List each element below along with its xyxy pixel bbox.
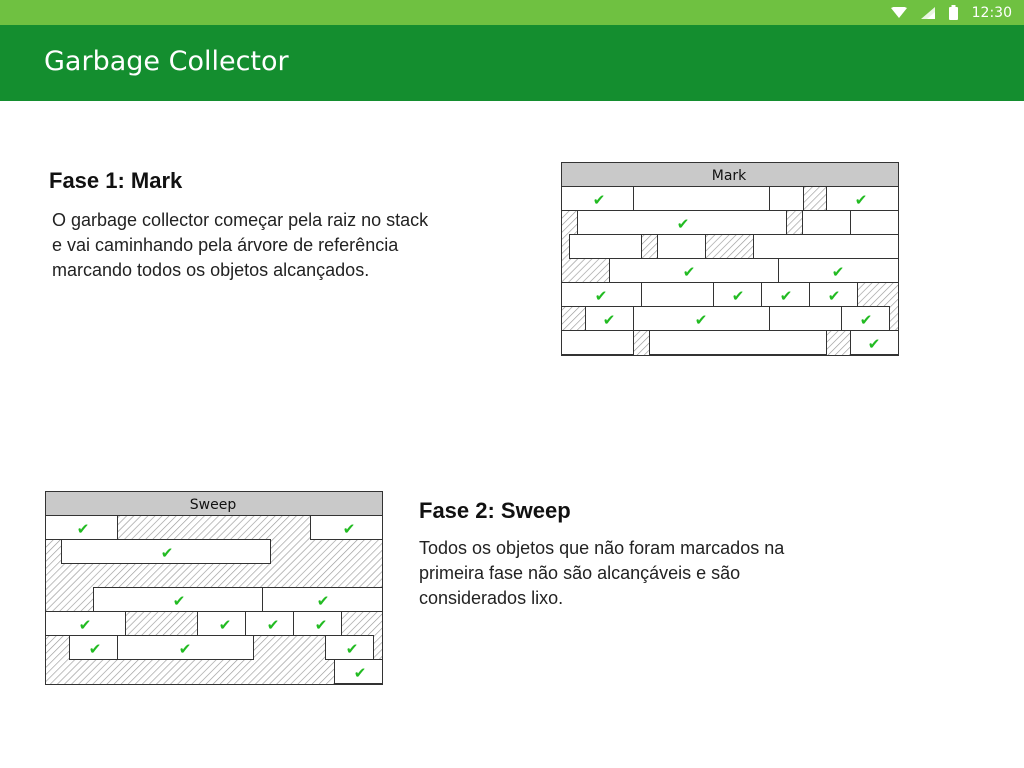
check-icon: ✔ xyxy=(677,215,690,233)
check-icon: ✔ xyxy=(593,191,606,209)
heap-object xyxy=(809,282,858,307)
heap-object xyxy=(850,330,899,355)
check-icon: ✔ xyxy=(732,287,745,305)
heap-object xyxy=(826,186,899,211)
check-icon: ✔ xyxy=(695,311,708,329)
check-icon: ✔ xyxy=(868,335,881,353)
check-icon: ✔ xyxy=(860,311,873,329)
check-icon: ✔ xyxy=(780,287,793,305)
wifi-icon xyxy=(890,6,907,19)
check-icon: ✔ xyxy=(828,287,841,305)
battery-icon xyxy=(948,5,958,20)
check-icon: ✔ xyxy=(267,616,280,634)
check-icon: ✔ xyxy=(603,311,616,329)
check-icon: ✔ xyxy=(683,263,696,281)
mark-description: O garbage collector começar pela raiz no… xyxy=(52,208,428,283)
heap-object xyxy=(769,186,804,211)
check-icon: ✔ xyxy=(173,592,186,610)
signal-icon xyxy=(920,6,935,19)
sweep-diagram-title: Sweep xyxy=(190,497,237,513)
check-icon: ✔ xyxy=(354,664,367,682)
clock: 12:30 xyxy=(971,4,1012,21)
heap-object xyxy=(850,210,899,235)
heap-object xyxy=(802,210,851,235)
heap-object xyxy=(117,635,254,660)
check-icon: ✔ xyxy=(343,520,356,538)
heap-object xyxy=(761,282,810,307)
heap-object xyxy=(69,635,118,660)
heap-object xyxy=(245,611,294,636)
mark-description-line: marcando todos os objetos alcançados. xyxy=(52,260,370,280)
heap-object xyxy=(262,587,383,612)
mark-diagram-header xyxy=(561,162,899,187)
check-icon: ✔ xyxy=(179,640,192,658)
sweep-heading: Fase 2: Sweep xyxy=(419,498,571,523)
heap-object xyxy=(310,515,383,540)
check-icon: ✔ xyxy=(317,592,330,610)
check-icon: ✔ xyxy=(79,616,92,634)
sweep-description-line: considerados lixo. xyxy=(419,588,564,608)
heap-object xyxy=(93,587,263,612)
heap-object xyxy=(561,282,642,307)
heap-object xyxy=(841,306,890,331)
sweep-description: Todos os objetos que não foram marcados … xyxy=(419,536,784,611)
check-icon: ✔ xyxy=(855,191,868,209)
sweep-description-line: Todos os objetos que não foram marcados … xyxy=(419,538,785,558)
sweep-description-line: primeira fase não são alcançáveis e são xyxy=(419,563,741,583)
mark-heading: Fase 1: Mark xyxy=(49,168,183,193)
heap-object xyxy=(325,635,374,660)
mark-diagram: Mark ✔ ✔ ✔ ✔ ✔ xyxy=(561,162,899,356)
mark-description-line: O garbage collector começar pela raiz no… xyxy=(52,210,429,230)
heap-object xyxy=(657,234,706,259)
app-bar: Garbage Collector xyxy=(0,25,1024,101)
check-icon: ✔ xyxy=(161,544,174,562)
check-icon: ✔ xyxy=(346,640,359,658)
check-icon: ✔ xyxy=(77,520,90,538)
check-icon: ✔ xyxy=(832,263,845,281)
check-icon: ✔ xyxy=(219,616,232,634)
heap-object xyxy=(633,186,770,211)
app-title: Garbage Collector xyxy=(44,46,289,77)
heap-object xyxy=(334,659,383,684)
heap-object xyxy=(769,306,842,331)
status-bar: 12:30 xyxy=(0,0,1024,25)
check-icon: ✔ xyxy=(89,640,102,658)
mark-diagram-title: Mark xyxy=(712,168,747,184)
heap-object xyxy=(561,330,634,355)
heap-object xyxy=(609,258,779,283)
sweep-diagram-header xyxy=(45,491,383,516)
heap-object xyxy=(753,234,899,259)
check-icon: ✔ xyxy=(595,287,608,305)
heap-object xyxy=(45,515,118,540)
heap-object xyxy=(45,611,126,636)
heap-object xyxy=(641,282,714,307)
mark-description-line: e vai caminhando pela árvore de referênc… xyxy=(52,235,399,255)
sweep-diagram: Sweep ✔ ✔ ✔ ✔ ✔ ✔ ✔ ✔ ✔ ✔ ✔ ✔ ✔ xyxy=(45,491,383,685)
heap-object xyxy=(61,539,271,564)
heap-object xyxy=(293,611,342,636)
heap-object xyxy=(569,234,642,259)
check-icon: ✔ xyxy=(315,616,328,634)
status-icons: 12:30 xyxy=(890,0,1024,25)
heap-object xyxy=(649,330,827,355)
heap-object xyxy=(585,306,634,331)
